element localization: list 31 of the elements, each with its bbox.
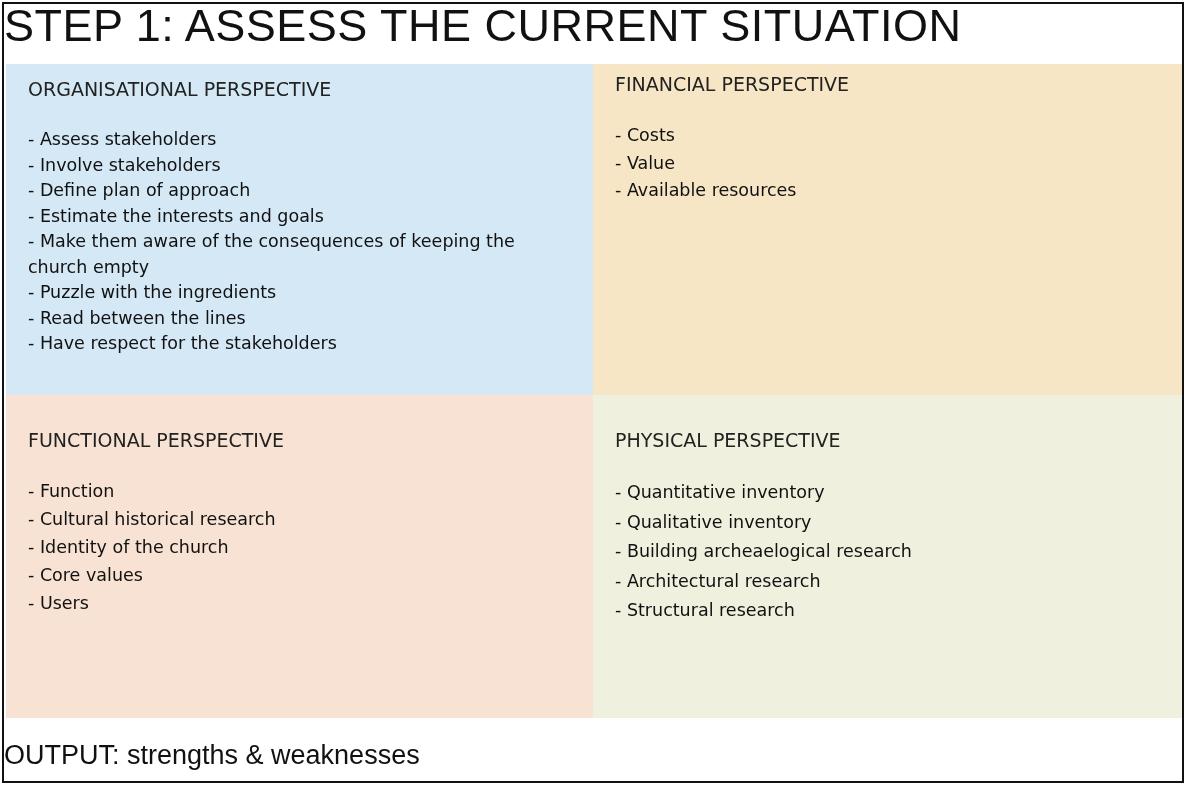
- list-item: - Assess stakeholders: [28, 128, 218, 151]
- list-item: - Define plan of approach: [28, 179, 252, 202]
- list-item: - Value: [615, 151, 676, 175]
- list-item: - Available resources: [615, 179, 798, 202]
- list-item: - Qualitative inventory: [615, 510, 813, 534]
- list-item: - Estimate the interests and goals: [28, 204, 325, 228]
- panel-heading: PHYSICAL PERSPECTIVE: [615, 429, 842, 451]
- list-item: - Puzzle with the ingredients: [28, 281, 278, 304]
- list-item: - Building archeaelogical research: [615, 540, 913, 563]
- list-item: - Read between the lines: [28, 306, 247, 330]
- panel-heading: FUNCTIONAL PERSPECTIVE: [28, 429, 285, 451]
- list-item: - Quantitative inventory: [615, 481, 826, 504]
- list-item: - Core values: [28, 564, 144, 587]
- list-item: - Cultural historical research: [28, 508, 277, 531]
- list-item: - Involve stakeholders: [28, 153, 222, 177]
- perspective-panel: [6, 395, 593, 718]
- perspective-panel: [593, 64, 1182, 395]
- list-item: - Users: [28, 592, 90, 615]
- panel-heading: FINANCIAL PERSPECTIVE: [615, 73, 851, 95]
- panel-heading: ORGANISATIONAL PERSPECTIVE: [28, 78, 333, 100]
- list-item: - Function: [28, 480, 116, 503]
- output-note: OUTPUT: strengths & weaknesses: [4, 739, 420, 772]
- list-item: - Costs: [615, 124, 676, 147]
- list-item: - Structural research: [615, 599, 796, 622]
- list-item: - Identity of the church: [28, 536, 230, 559]
- list-item: - Have respect for the stakeholders: [28, 332, 338, 355]
- title: STEP 1: ASSESS THE CURRENT SITUATION: [4, 0, 962, 53]
- perspective-panel: [6, 64, 593, 395]
- perspective-panel: [593, 395, 1182, 718]
- list-item: - Make them aware of the consequences of keeping the church empty: [28, 230, 516, 279]
- list-item: - Architectural research: [615, 569, 822, 593]
